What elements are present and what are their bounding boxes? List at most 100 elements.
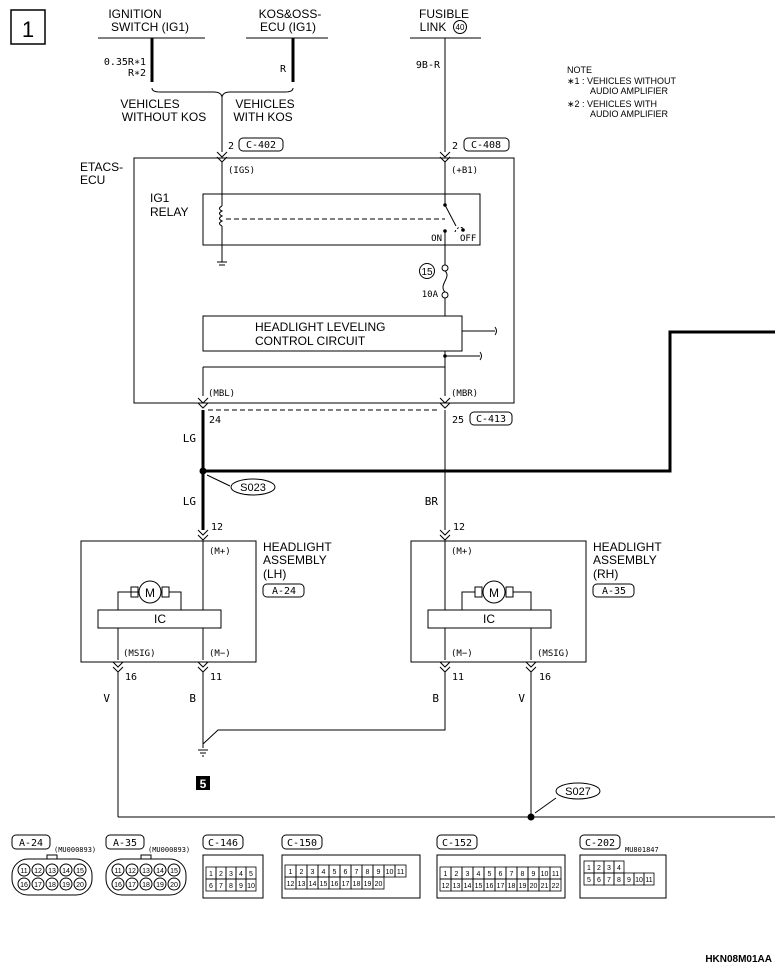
connector-pin-number: 17 (342, 881, 350, 888)
connector-pin-number: 20 (375, 881, 383, 888)
connector-pin-number: 6 (499, 871, 503, 878)
connector-pin (59, 877, 73, 891)
mbl-terminal: (MBL) (208, 389, 235, 399)
rh-plus-terminal: (M+) (451, 547, 473, 557)
lh-minus-pin: 11 (210, 672, 222, 683)
connector-pin-number: 17 (34, 882, 42, 889)
connector-pin-number: 5 (249, 871, 253, 878)
relay-name-1: IG1 (150, 191, 170, 205)
connector-pin-number: 1 (209, 871, 213, 878)
fusible-line2: LINK (420, 20, 447, 34)
ground-number: 5 (200, 777, 207, 791)
connector-pin (643, 872, 655, 886)
lh-msig-pin: 16 (125, 672, 137, 683)
fusible-wire-label: 9B-R (416, 60, 441, 71)
connector-pin-number: 4 (239, 871, 243, 878)
mbl-pin: 24 (209, 415, 221, 426)
connector-pin-number: 6 (209, 883, 213, 890)
kos-ecu-source: KOS&OSS- ECU (IG1) (246, 7, 328, 82)
lh-ic-box (97, 609, 222, 629)
rh-minus-terminal: (M−) (451, 649, 473, 659)
out-connector: C-413 (476, 414, 506, 425)
connector-pin-number: 6 (597, 877, 601, 884)
ig-switch-line1: IGNITION (108, 7, 161, 21)
connector-pin-number: 1 (587, 865, 591, 872)
connector-pin (73, 877, 87, 891)
br-wire: BR (425, 495, 439, 508)
connector-pin-number: 3 (607, 865, 611, 872)
fusible-link-source: FUSIBLE LINK 40 (410, 7, 481, 39)
connector-pin (45, 863, 59, 877)
splice-s023-bubble (230, 478, 276, 496)
v-wire-right: V (518, 692, 525, 705)
connector-pin-number: 12 (442, 883, 450, 890)
connector-marks-ecu-bottom (197, 397, 451, 409)
connector-pin-number: 14 (309, 881, 317, 888)
connector-pin-number: 13 (48, 868, 56, 875)
b1-connector: C-408 (471, 140, 501, 151)
connector-pin-number: 9 (239, 883, 243, 890)
rh-motor-label: M (489, 586, 499, 600)
splice-s023: S023 (240, 482, 266, 494)
connector-pin-number: 20 (170, 882, 178, 889)
connector-pin-number: 18 (142, 882, 150, 889)
connector-c150-label: C-150 (287, 838, 317, 849)
with-kos-line2: WITH KOS (233, 110, 292, 124)
etacs-ecu-box (133, 157, 515, 404)
splice-s027-dot (527, 813, 535, 821)
connector-pin (59, 863, 73, 877)
connector-pin (73, 863, 87, 877)
connector-pin (245, 878, 257, 892)
connector-pin-number: 14 (156, 868, 164, 875)
kos-ecu-line1: KOS&OSS- (259, 7, 322, 21)
leveling-line-2: CONTROL CIRCUIT (255, 334, 366, 348)
connector-pin-number: 16 (114, 882, 122, 889)
connector-pin-number: 19 (519, 883, 527, 890)
etacs-name-1: ETACS- (80, 160, 123, 174)
igs-pin: 2 (228, 141, 234, 152)
connector-pin-number: 7 (510, 871, 514, 878)
rh-minus-pin: 11 (452, 672, 464, 683)
connector-pin-number: 9 (532, 871, 536, 878)
connector-pin-number: 19 (364, 881, 372, 888)
connector-pin-number: 8 (229, 883, 233, 890)
connector-marks-headlight-top (197, 529, 451, 541)
relay-coil (219, 205, 224, 227)
connector-pin-number: 16 (20, 882, 28, 889)
connector-pin-number: 10 (635, 877, 643, 884)
connector-pin-number: 12 (128, 868, 136, 875)
connector-pin-number: 11 (645, 877, 652, 884)
connector-pin (549, 878, 562, 892)
lh-plus-terminal: (M+) (209, 547, 231, 557)
lh-name-1: HEADLIGHT (263, 540, 332, 554)
connector-pin-number: 13 (298, 881, 306, 888)
rh-name-1: HEADLIGHT (593, 540, 662, 554)
fusible-line1: FUSIBLE (419, 7, 469, 21)
fuse-rating: 10A (422, 290, 439, 300)
ig-wire-label-2: R∗2 (128, 68, 146, 79)
note-line-2: AUDIO AMPLIFIER (590, 86, 669, 96)
connector-pin-number: 13 (453, 883, 461, 890)
connector-pin-number: 16 (486, 883, 494, 890)
splice-s027-bubble (555, 782, 601, 800)
connector-pin-number: 3 (466, 871, 470, 878)
connector-pin-number: 7 (355, 869, 359, 876)
igs-terminal: (IGS) (228, 166, 255, 176)
connector-a24-label: A-24 (19, 838, 43, 849)
connector-pin-number: 13 (142, 868, 150, 875)
connector-pin-number: 3 (311, 869, 315, 876)
without-kos-line1: VEHICLES (120, 97, 179, 111)
b1-terminal: (+B1) (451, 166, 478, 176)
connector-pin-number: 4 (617, 865, 621, 872)
connector-pin-number: 11 (20, 868, 27, 875)
connector-pin (153, 877, 167, 891)
connector-pin-number: 3 (229, 871, 233, 878)
note-block: NOTE ∗1 : VEHICLES WITHOUT AUDIO AMPLIFI… (567, 65, 677, 119)
fusible-link-number: 40 (456, 23, 465, 32)
connector-pin-number: 19 (62, 882, 70, 889)
splice-s023-dot (199, 467, 207, 475)
rh-name: HEADLIGHT ASSEMBLY (RH) (593, 540, 662, 581)
figure-code: HKN08M01AA (705, 954, 772, 965)
ig1-relay-box (202, 193, 481, 246)
